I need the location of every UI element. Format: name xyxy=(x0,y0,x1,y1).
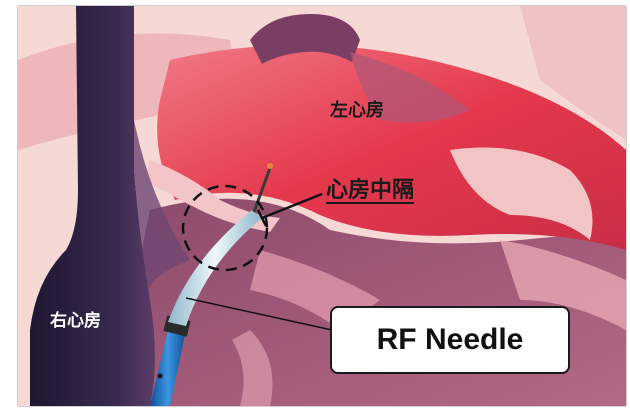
rf-needle-callout: RF Needle xyxy=(330,306,570,374)
rf-needle-label: RF Needle xyxy=(377,323,524,357)
left-atrium-label: 左心房 xyxy=(330,96,384,122)
atrial-septum-label: 心房中隔 xyxy=(326,172,414,204)
right-atrium-label: 右心房 xyxy=(50,306,101,331)
needle-tip xyxy=(267,163,273,169)
